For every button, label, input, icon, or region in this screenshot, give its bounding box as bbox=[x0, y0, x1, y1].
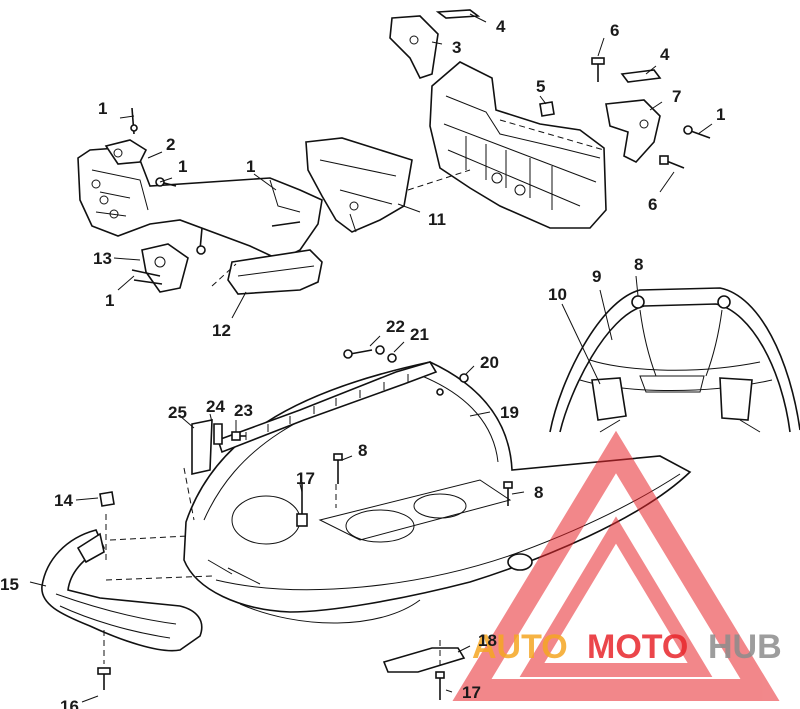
rear-chassis-frame bbox=[429, 61, 607, 229]
callout-number: 23 bbox=[234, 401, 253, 420]
watermark-word-hub: HUB bbox=[708, 628, 782, 666]
support-bracket-11 bbox=[305, 137, 413, 233]
callout-leader-line bbox=[635, 275, 639, 297]
fasteners bbox=[130, 57, 711, 285]
callout-leader-line bbox=[511, 491, 525, 495]
callout-leader-line bbox=[431, 41, 443, 45]
callout-number: 8 bbox=[358, 441, 367, 460]
callout-leader-line bbox=[209, 413, 213, 423]
callout-number: 14 bbox=[54, 491, 73, 510]
hood-body-shell bbox=[183, 361, 692, 624]
watermark-word-moto: MOTO bbox=[587, 628, 688, 666]
callout-number: 22 bbox=[386, 317, 405, 336]
callout-number: 13 bbox=[93, 249, 112, 268]
callout-leader-line bbox=[649, 101, 663, 111]
watermark-triangle-inner bbox=[519, 516, 713, 677]
callout-number: 6 bbox=[610, 21, 619, 40]
callout-number: 19 bbox=[500, 403, 519, 422]
callout-leader-line bbox=[231, 291, 247, 319]
callout-number: 25 bbox=[168, 403, 187, 422]
callout-number: 10 bbox=[548, 285, 567, 304]
callout-number: 1 bbox=[178, 157, 187, 176]
bracket-7 bbox=[605, 99, 661, 163]
callout-leader-line bbox=[117, 275, 135, 291]
callout-number: 2 bbox=[166, 135, 175, 154]
watermark-triangle-outer bbox=[452, 430, 780, 701]
callout-number: 4 bbox=[660, 45, 670, 64]
hood-mount-rail-19 bbox=[216, 361, 438, 454]
skid-plate-18 bbox=[382, 647, 466, 673]
callout-leader-line bbox=[369, 335, 381, 347]
callout-leader-line bbox=[393, 341, 405, 353]
callout-leader-line bbox=[539, 95, 547, 105]
callout-number: 24 bbox=[206, 397, 225, 416]
front-frame-bracket-assembly bbox=[77, 139, 323, 295]
decal-4-top bbox=[435, 9, 481, 19]
callout-number: 17 bbox=[296, 469, 315, 488]
callout-leader-line bbox=[465, 365, 475, 375]
callout-leader-line bbox=[469, 411, 491, 417]
callout-number: 1 bbox=[98, 99, 107, 118]
watermark-word-auto: AUTO bbox=[472, 628, 568, 666]
callout-number: 8 bbox=[634, 255, 643, 274]
callout-number: 21 bbox=[410, 325, 429, 344]
callout-number: 11 bbox=[428, 210, 446, 229]
callout-number: 17 bbox=[462, 683, 481, 702]
callout-leader-line bbox=[697, 123, 713, 135]
callout-leader-line bbox=[147, 151, 163, 159]
callout-number: 6 bbox=[648, 195, 657, 214]
callout-leader-line bbox=[597, 37, 605, 57]
callout-leader-line bbox=[561, 303, 601, 385]
callout-leader-line bbox=[119, 115, 135, 119]
callout-number: 20 bbox=[480, 353, 499, 372]
lower-fasteners bbox=[97, 345, 513, 700]
callout-leader-line bbox=[179, 415, 195, 429]
callout-number: 4 bbox=[496, 17, 506, 36]
callout-leader-line bbox=[341, 455, 353, 461]
callout-leader-line bbox=[299, 483, 303, 493]
callout-leader-line bbox=[253, 173, 277, 191]
watermark-text: AUTO MOTO HUB bbox=[472, 628, 782, 666]
callout-number: 12 bbox=[212, 321, 231, 340]
callout-number: 3 bbox=[452, 38, 461, 57]
callout-number: 18 bbox=[478, 631, 497, 650]
callout-leader-line bbox=[113, 257, 141, 261]
callout-number: 1 bbox=[246, 157, 255, 176]
callout-number: 16 bbox=[60, 697, 79, 709]
callout-leader-line bbox=[159, 177, 173, 183]
callout-leader-line bbox=[81, 695, 99, 703]
callout-leader-line bbox=[599, 289, 613, 341]
callout-leader-line bbox=[645, 65, 657, 75]
callout-number: 8 bbox=[534, 483, 543, 502]
callout-leader-line bbox=[75, 497, 99, 501]
callout-number: 5 bbox=[536, 77, 545, 96]
callout-leader-line bbox=[29, 581, 47, 587]
decal-4-right bbox=[620, 69, 662, 83]
callout-number: 15 bbox=[0, 575, 19, 594]
callout-leader-line bbox=[397, 203, 421, 213]
callout-number: 1 bbox=[105, 291, 114, 310]
callout-leader-line bbox=[445, 689, 453, 693]
inset-rear-view bbox=[549, 287, 800, 433]
watermark-logo bbox=[452, 430, 780, 701]
callout-number: 1 bbox=[716, 105, 725, 124]
callout-leader-line bbox=[457, 645, 471, 653]
callout-leader-line bbox=[659, 171, 675, 193]
callout-number: 9 bbox=[592, 267, 601, 286]
callout-leader-line bbox=[469, 13, 487, 23]
callout-number: 7 bbox=[672, 87, 681, 106]
front-bumper-15 bbox=[41, 529, 203, 652]
bracket-3 bbox=[389, 15, 439, 79]
latch-parts-23-25 bbox=[191, 419, 246, 475]
